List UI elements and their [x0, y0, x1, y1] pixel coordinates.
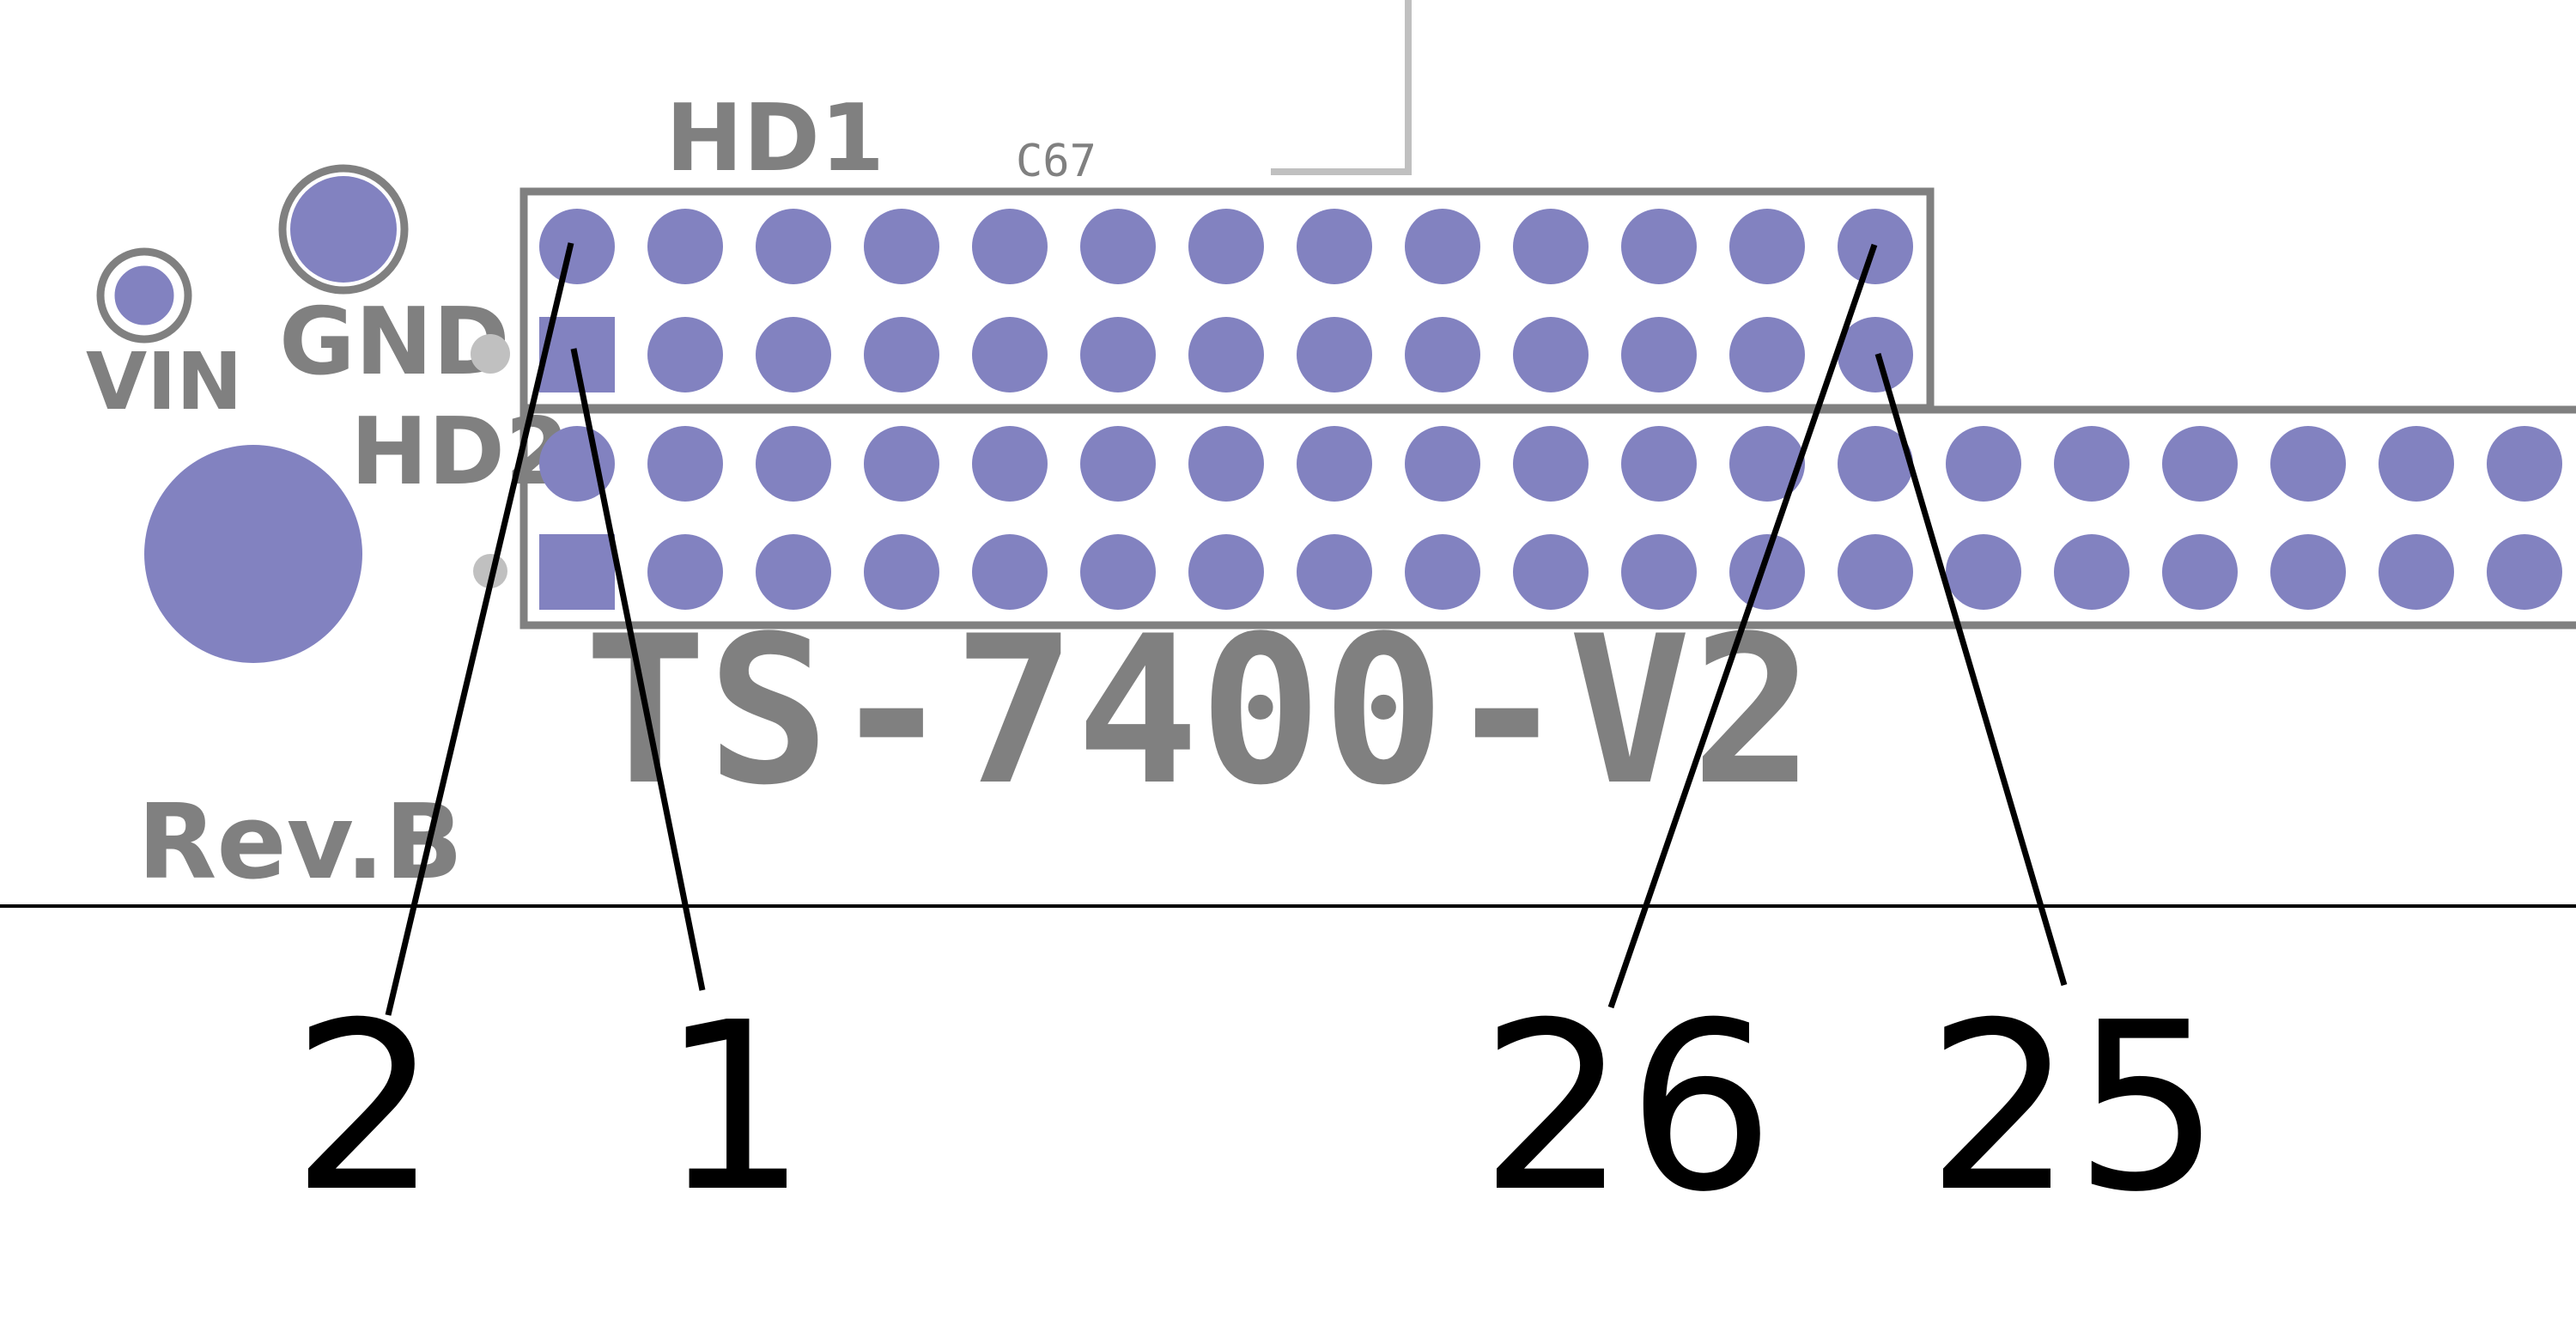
hd1-pad — [1405, 317, 1480, 392]
hd2-pad — [2487, 426, 2562, 502]
pin-2-callout: 2 — [291, 972, 439, 1243]
hd2-pad — [756, 534, 831, 610]
hd2-label: HD2 — [350, 398, 569, 506]
hd2-pad — [2162, 426, 2238, 502]
hd2-pad — [972, 534, 1048, 610]
header-pads — [539, 209, 2562, 610]
hd2-pad — [1513, 534, 1589, 610]
silkscreen-trace — [1271, 0, 1412, 175]
hd1-pad — [1297, 317, 1372, 392]
hd2-pad — [1080, 534, 1156, 610]
hd2-pad — [1297, 426, 1372, 502]
hd1-pad — [1513, 317, 1589, 392]
pin-25-leader — [1874, 353, 2068, 986]
hd2-pad — [2379, 426, 2454, 502]
gnd-pad-ring — [278, 164, 409, 295]
hd2-pad — [1405, 534, 1480, 610]
mounting-hole-pad — [144, 445, 362, 663]
hd2-pad — [1188, 426, 1264, 502]
hd1-pad — [1405, 209, 1480, 284]
hd1-pad — [972, 209, 1048, 284]
pin-26-leader — [1607, 243, 1878, 1009]
hd1-pad — [1513, 209, 1589, 284]
hd2-pad — [1729, 426, 1805, 502]
hd1-pad — [756, 317, 831, 392]
hd2-pad — [756, 426, 831, 502]
hd2-pad — [2270, 534, 2346, 610]
pin-25-callout: 25 — [1926, 972, 2221, 1243]
revision-label: Rev.B — [137, 783, 463, 903]
hd1-pad — [864, 317, 939, 392]
hd2-pad — [2379, 534, 2454, 610]
hd2-pad — [1729, 534, 1805, 610]
hd2-pad — [972, 426, 1048, 502]
hd1-pad — [1188, 317, 1264, 392]
hd2-pad — [1297, 534, 1372, 610]
hd1-pad — [864, 209, 939, 284]
hd2-pad — [864, 426, 939, 502]
hd1-pad — [1621, 209, 1697, 284]
hd1-pad — [647, 317, 723, 392]
hd1-pad — [1729, 209, 1805, 284]
hd2-pad — [1946, 426, 2021, 502]
hd2-pad — [1838, 534, 1913, 610]
hd2-pad — [1621, 534, 1697, 610]
hd2-pad — [1513, 426, 1589, 502]
hd1-pad — [1621, 317, 1697, 392]
hd1-pad — [1188, 209, 1264, 284]
hd1-pad — [539, 209, 615, 284]
hd2-outline — [519, 405, 2576, 630]
hd2-pad — [1080, 426, 1156, 502]
vin-pad-ring — [96, 247, 192, 344]
pin-26-callout: 26 — [1479, 972, 1775, 1243]
pin-1-leader — [570, 348, 706, 991]
hd1-pad — [1080, 317, 1156, 392]
pin-1-callout: 1 — [660, 972, 808, 1243]
hd2-pad — [2054, 426, 2129, 502]
hd1-pad — [1297, 209, 1372, 284]
hd1-pad — [972, 317, 1048, 392]
pin-2-leader — [385, 242, 574, 1016]
hd2-pad — [1188, 534, 1264, 610]
hd1-pad — [647, 209, 723, 284]
hd2-pad — [2270, 426, 2346, 502]
hd2-pad — [1405, 426, 1480, 502]
gnd-pad — [290, 176, 397, 283]
board-name-label: TS-7400-V2 — [584, 593, 1814, 830]
hd2-pad — [647, 426, 723, 502]
hd2-pad — [864, 534, 939, 610]
hd1-pad — [1080, 209, 1156, 284]
vin-pad — [112, 263, 177, 328]
gnd-label: GND — [279, 289, 510, 396]
hd2-pad — [2487, 534, 2562, 610]
hd2-pad — [2054, 534, 2129, 610]
hd2-pad — [1838, 426, 1913, 502]
hd1-label: HD1 — [665, 85, 884, 192]
vin-label: VIN — [86, 336, 242, 428]
hd2-pad — [647, 534, 723, 610]
c67-label: C67 — [1016, 136, 1097, 187]
hd1-pin1-dot — [471, 334, 510, 374]
hd2-pad — [1946, 534, 2021, 610]
hd1-pad — [1729, 317, 1805, 392]
hd1-pad — [756, 209, 831, 284]
hd2-pad — [1621, 426, 1697, 502]
hd2-pad-pin1-square — [539, 534, 615, 610]
hd2-pad — [2162, 534, 2238, 610]
